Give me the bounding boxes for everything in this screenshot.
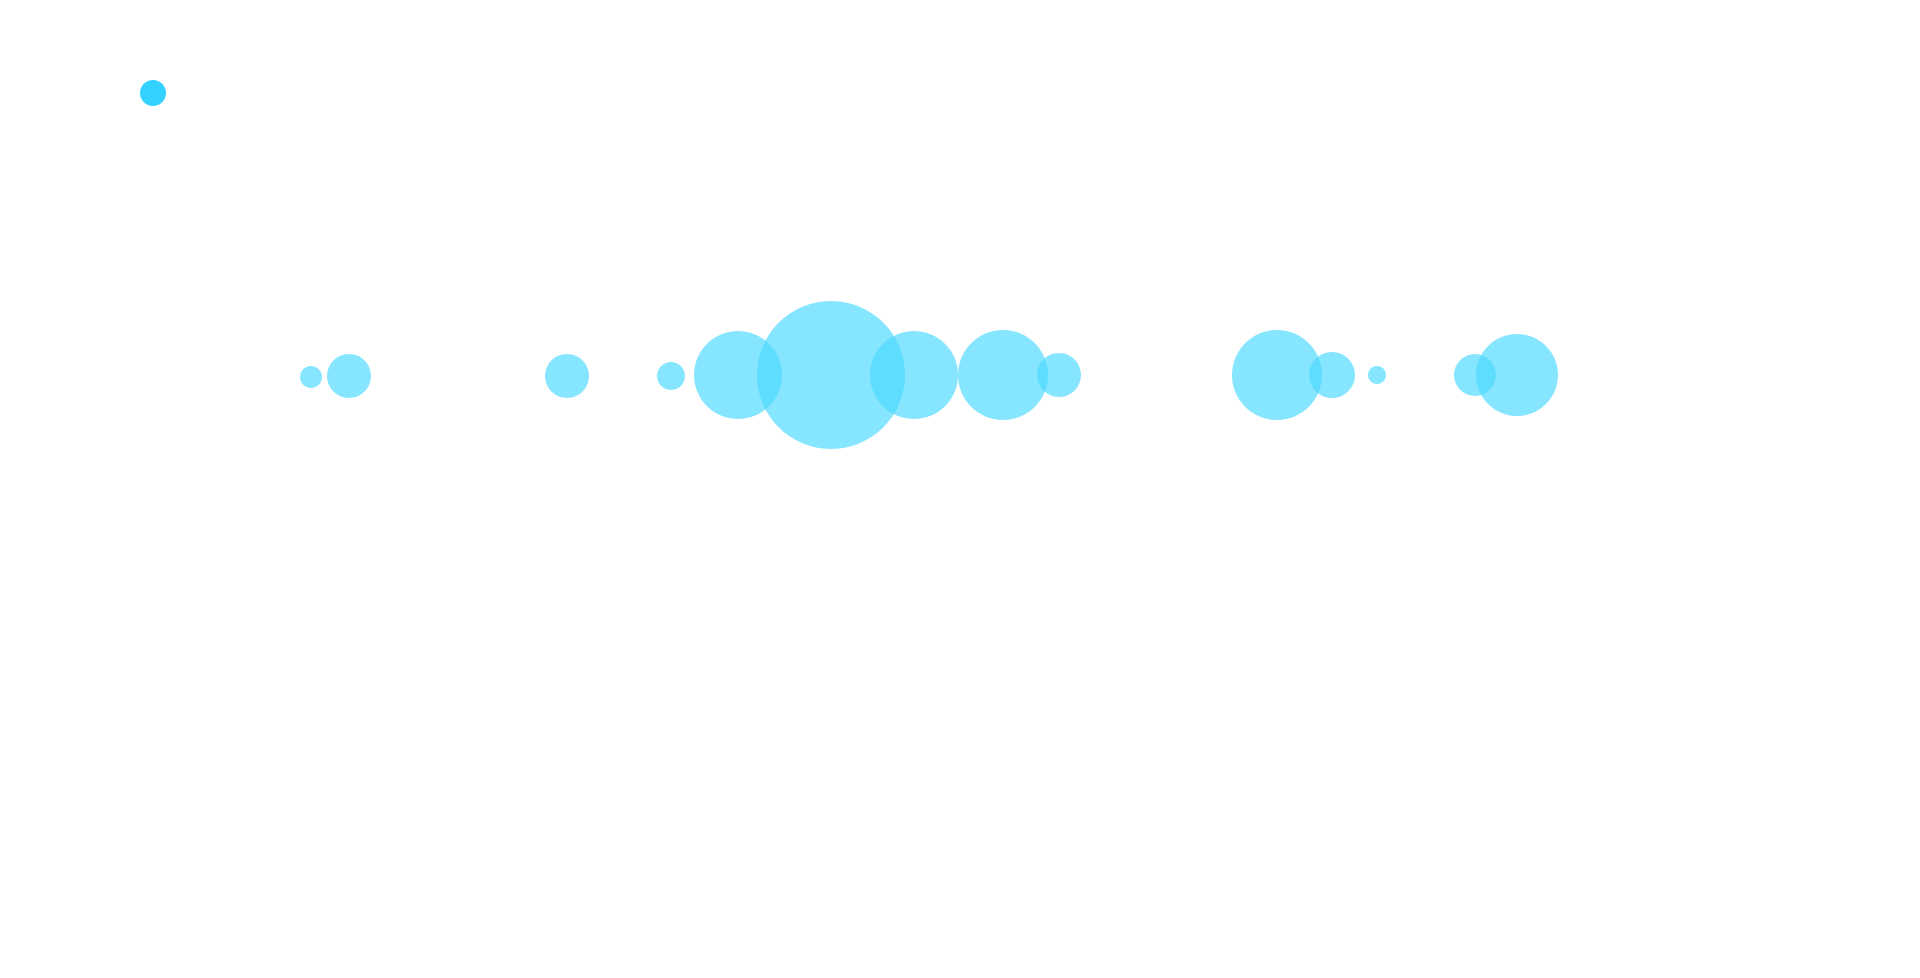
bubble-point[interactable] (1037, 353, 1081, 397)
bubble-point[interactable] (300, 366, 322, 388)
bubble-point[interactable] (657, 362, 685, 390)
bubble-point[interactable] (1476, 334, 1558, 416)
legend (140, 80, 166, 106)
bubble-point[interactable] (327, 354, 371, 398)
legend-marker[interactable] (140, 80, 166, 106)
bubble-series (300, 301, 1558, 449)
bubble-point[interactable] (958, 330, 1048, 420)
bubble-point[interactable] (1368, 366, 1386, 384)
bubble-point[interactable] (694, 331, 782, 419)
bubble-point[interactable] (870, 331, 958, 419)
bubble-point[interactable] (1309, 352, 1355, 398)
bubble-point[interactable] (545, 354, 589, 398)
bubble-point[interactable] (1232, 330, 1322, 420)
bubble-point[interactable] (757, 301, 905, 449)
